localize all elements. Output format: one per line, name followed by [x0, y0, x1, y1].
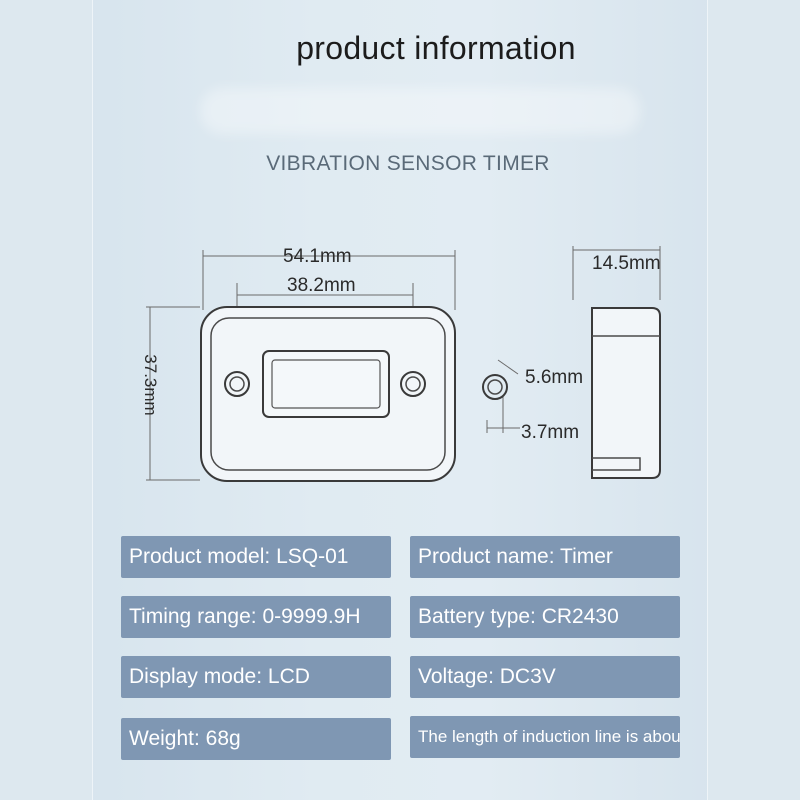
depth-label: 14.5mm — [592, 253, 661, 274]
mount-hole-left — [224, 371, 250, 397]
lcd-window — [262, 350, 390, 418]
hole-detail-outer — [482, 374, 508, 400]
blurred-text-band — [200, 88, 640, 134]
left-margin-band — [0, 0, 93, 800]
right-margin-band — [707, 0, 800, 800]
device-face-outline — [210, 317, 446, 471]
page-subtitle: VIBRATION SENSOR TIMER — [266, 152, 550, 175]
width-holes-label: 38.2mm — [287, 275, 356, 296]
spec-induction: The length of induction line is about — [410, 716, 680, 758]
side-view-outline — [591, 307, 661, 479]
side-view-slot — [592, 457, 641, 471]
hole-inner-label: 3.7mm — [521, 422, 579, 443]
hole-outer-label: 5.6mm — [525, 367, 583, 388]
mount-hole-right-inner — [405, 376, 421, 392]
spec-display: Display mode: LCD — [121, 656, 391, 698]
spec-model: Product model: LSQ-01 — [121, 536, 391, 578]
spec-timing: Timing range: 0-9999.9H — [121, 596, 391, 638]
mount-hole-left-inner — [229, 376, 245, 392]
lcd-screen — [271, 359, 381, 409]
spec-battery: Battery type: CR2430 — [410, 596, 680, 638]
dimension-diagram: 54.1mm 38.2mm 14.5mm 5.6mm 3.7mm 37.3mm — [141, 246, 661, 482]
spec-weight: Weight: 68g — [121, 718, 391, 760]
spec-name: Product name: Timer — [410, 536, 680, 578]
width-outer-label: 54.1mm — [283, 246, 352, 267]
page-title: product information — [296, 30, 576, 66]
spec-voltage: Voltage: DC3V — [410, 656, 680, 698]
hole-outer-leader — [497, 359, 519, 375]
mount-hole-right — [400, 371, 426, 397]
height-label: 37.3mm — [141, 354, 160, 415]
hole-detail-inner — [487, 379, 503, 395]
